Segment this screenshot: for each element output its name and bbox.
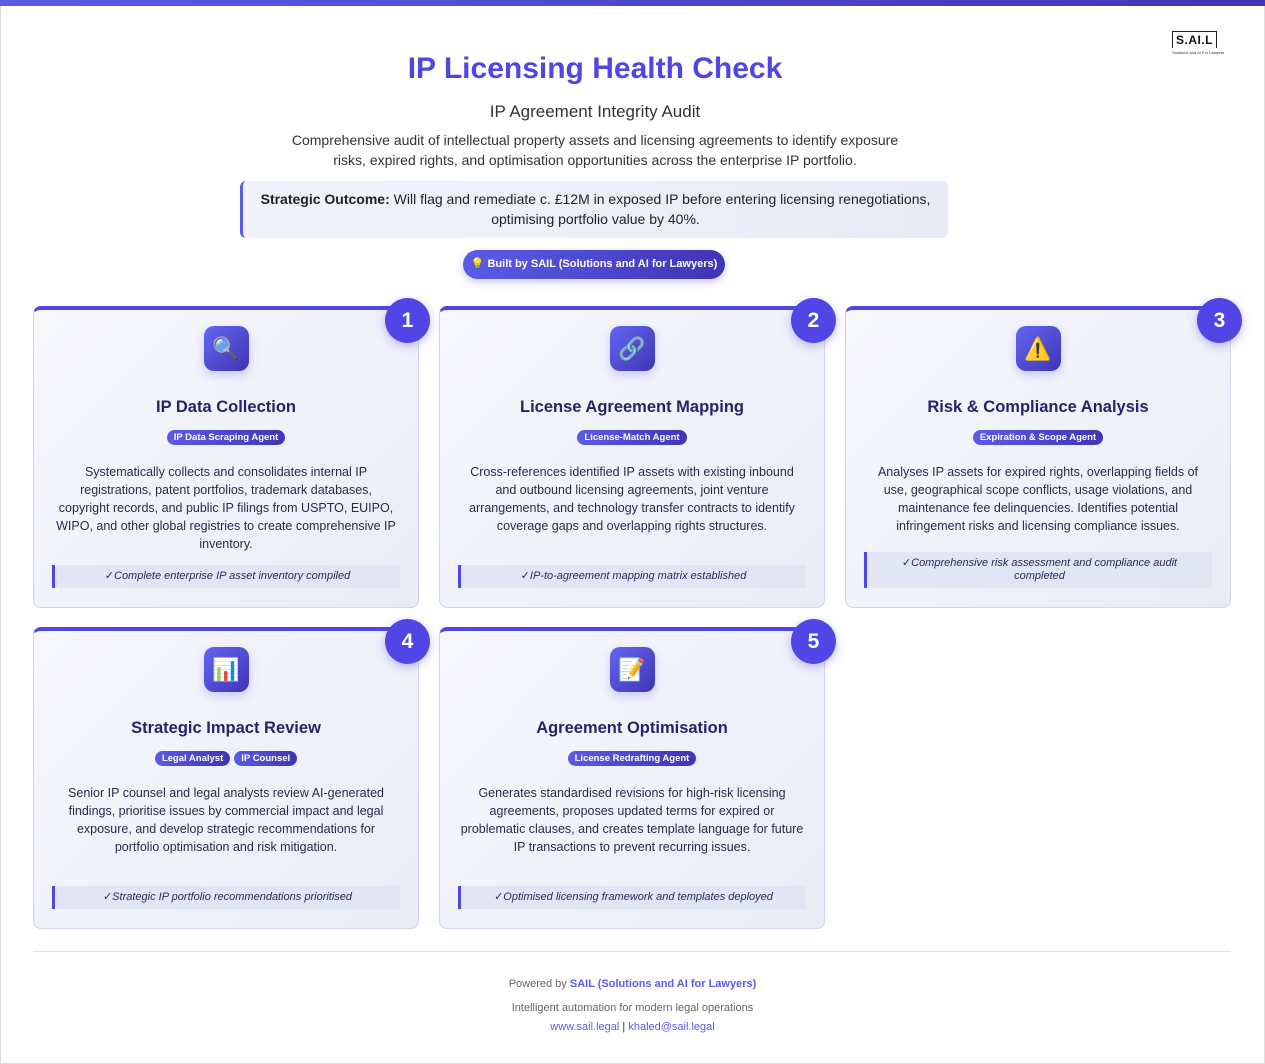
agent-tag: IP Counsel [234,751,298,766]
step-card: 2 🔗 License Agreement Mapping License-Ma… [439,298,836,608]
step-card: 3 ⚠️ Risk & Compliance Analysis Expirati… [845,298,1242,608]
powered-prefix: Powered by [508,978,570,990]
step-title: Risk & Compliance Analysis [927,398,1149,416]
step-result: ✓Optimised licensing framework and templ… [458,886,806,909]
step-description: Analyses IP assets for expired rights, o… [877,465,1199,533]
step-title: Strategic Impact Review [131,719,321,737]
step-description: Senior IP counsel and legal analysts rev… [68,786,384,854]
step-description: Systematically collects and consolidates… [56,465,396,551]
outcome-text: Will flag and remediate c. £12M in expos… [389,191,931,227]
footer-divider [33,951,1231,952]
step-result: ✓IP-to-agreement mapping matrix establis… [458,565,806,588]
memo-icon: 📝 [609,647,655,692]
outcome-label: Strategic Outcome: [260,191,390,207]
top-accent-bar [0,0,1265,6]
step-number-badge: 4 [385,619,430,664]
step-title: IP Data Collection [156,398,296,416]
step-number-badge: 2 [791,298,836,343]
warning-icon: ⚠️ [1015,326,1061,371]
email-link[interactable]: khaled@sail.legal [628,1021,715,1033]
strategic-outcome: Strategic Outcome: Will flag and remedia… [240,181,948,238]
link-icon: 🔗 [609,326,655,371]
footer-links: www.sail.legal | khaled@sail.legal [0,1021,1265,1033]
step-title: Agreement Optimisation [536,719,728,737]
separator: | [622,1021,626,1033]
step-card: 5 📝 Agreement Optimisation License Redra… [439,619,836,929]
step-result: ✓Comprehensive risk assessment and compl… [864,552,1212,588]
sail-logo: S.AI.L Solutions and AI For Lawyers [1172,31,1224,55]
page-description: Comprehensive audit of intellectual prop… [291,132,899,168]
agent-tags: IP Data Scraping Agent [34,427,418,445]
powered-by: Powered by SAIL (Solutions and AI for La… [0,978,1265,990]
footer-tagline: Intelligent automation for modern legal … [511,1002,754,1014]
step-result: ✓Strategic IP portfolio recommendations … [52,886,400,909]
agent-tags: License-Match Agent [440,427,824,445]
agent-tags: License Redrafting Agent [440,748,824,766]
agent-tag: Legal Analyst [154,751,231,766]
agent-tag: IP Data Scraping Agent [166,430,286,445]
powered-name: SAIL (Solutions and AI for Lawyers) [569,978,757,990]
page-title: IP Licensing Health Check [407,52,783,85]
built-by-badge[interactable]: 💡 Built by SAIL (Solutions and AI for La… [463,250,725,279]
step-number-badge: 5 [791,619,836,664]
agent-tag: License-Match Agent [577,430,687,445]
step-number-badge: 3 [1197,298,1242,343]
page-subtitle: IP Agreement Integrity Audit [489,102,701,121]
step-result: ✓Complete enterprise IP asset inventory … [52,565,400,588]
step-card: 4 📊 Strategic Impact Review Legal Analys… [33,619,430,929]
logo-mark: S.AI.L [1172,31,1218,48]
agent-tag: License Redrafting Agent [567,751,697,766]
agent-tags: Expiration & Scope Agent [846,427,1230,445]
step-number-badge: 1 [385,298,430,343]
step-title: License Agreement Mapping [519,398,744,416]
bar-chart-icon: 📊 [203,647,249,692]
step-description: Generates standardised revisions for hig… [460,786,804,854]
logo-subtext: Solutions and AI For Lawyers [1172,50,1225,55]
website-link[interactable]: www.sail.legal [550,1021,620,1033]
agent-tag: Expiration & Scope Agent [972,430,1104,445]
magnifier-icon: 🔍 [203,326,249,371]
step-description: Cross-references identified IP assets wi… [469,465,795,533]
step-card: 1 🔍 IP Data Collection IP Data Scraping … [33,298,430,608]
